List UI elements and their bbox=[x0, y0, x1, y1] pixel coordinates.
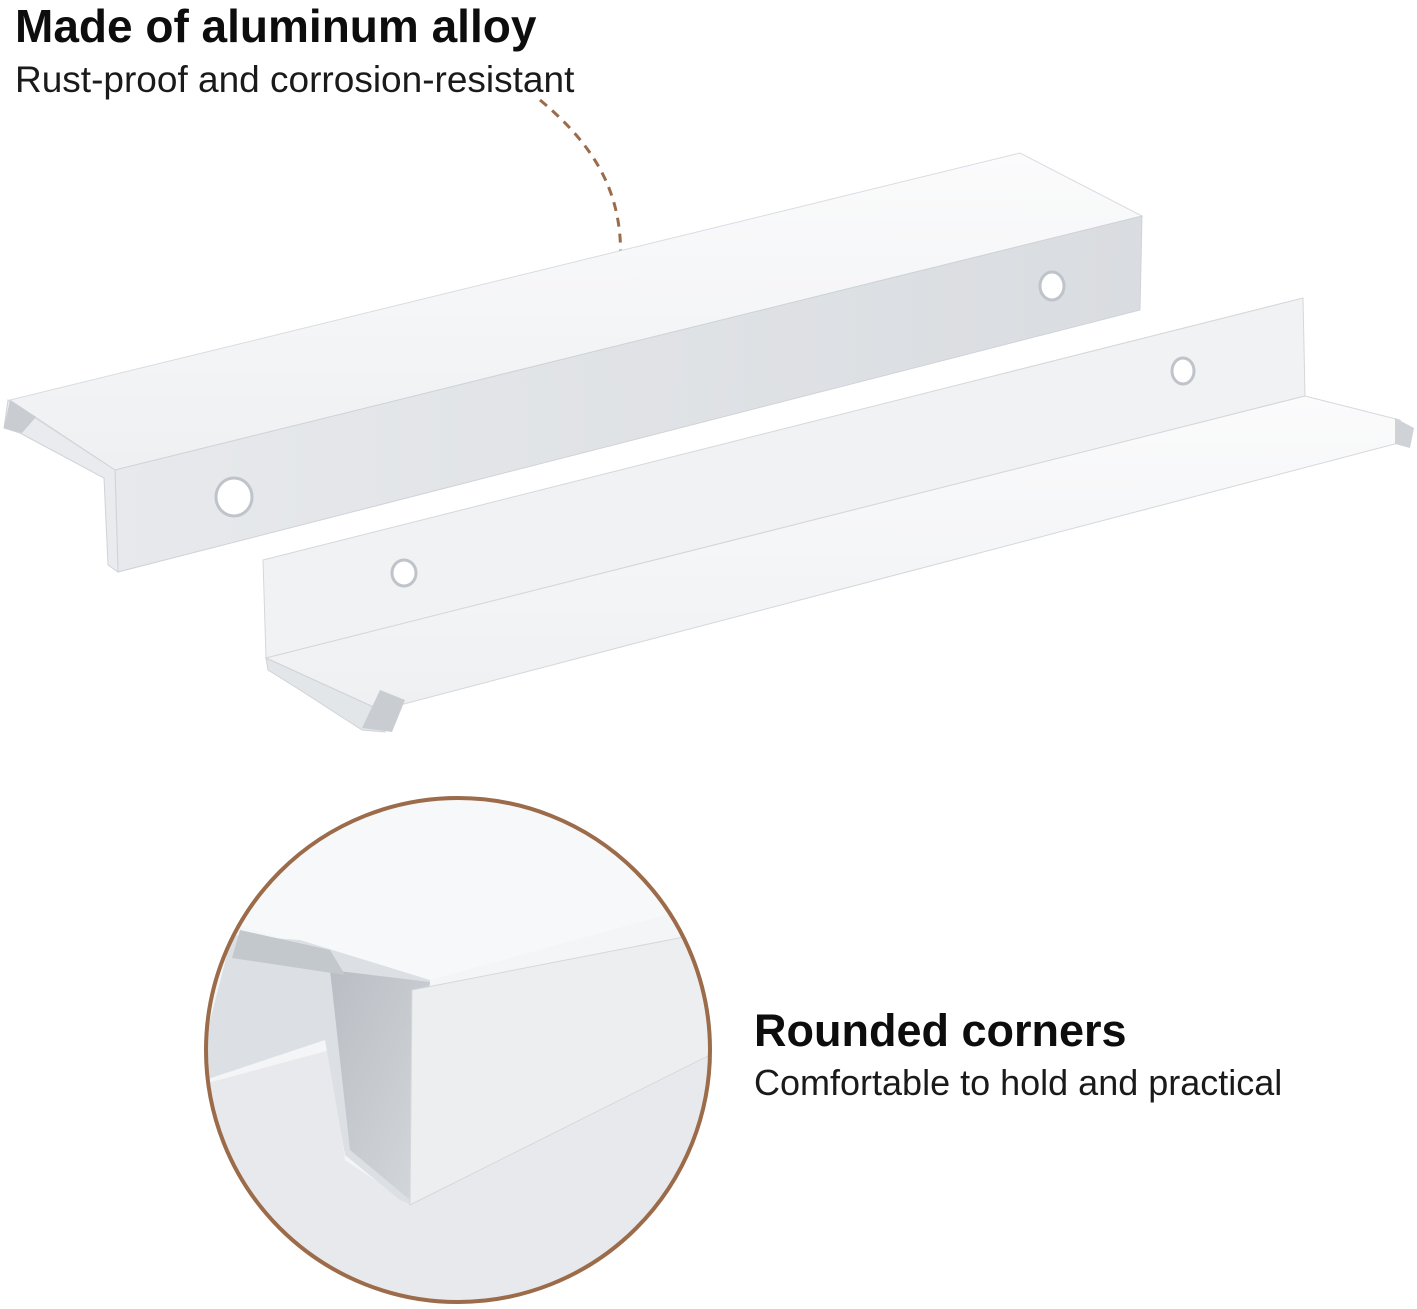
feature-material: Made of aluminum alloy Rust-proof and co… bbox=[15, 0, 574, 102]
handle-lower bbox=[262, 297, 1414, 733]
screw-hole bbox=[214, 476, 254, 518]
zoom-circle-border bbox=[204, 796, 712, 1304]
feature-subtitle: Comfortable to hold and practical bbox=[754, 1062, 1283, 1103]
screw-hole bbox=[390, 558, 418, 588]
screw-hole bbox=[1170, 356, 1196, 386]
feature-subtitle: Rust-proof and corrosion-resistant bbox=[15, 59, 575, 100]
feature-corners: Rounded corners Comfortable to hold and … bbox=[754, 1005, 1282, 1105]
handle-upper bbox=[3, 152, 1144, 573]
feature-title: Rounded corners bbox=[754, 1005, 1127, 1056]
callout-leader-line bbox=[539, 98, 623, 271]
screw-hole bbox=[1038, 270, 1066, 302]
feature-title: Made of aluminum alloy bbox=[15, 0, 537, 52]
corner-zoom bbox=[204, 796, 712, 1304]
